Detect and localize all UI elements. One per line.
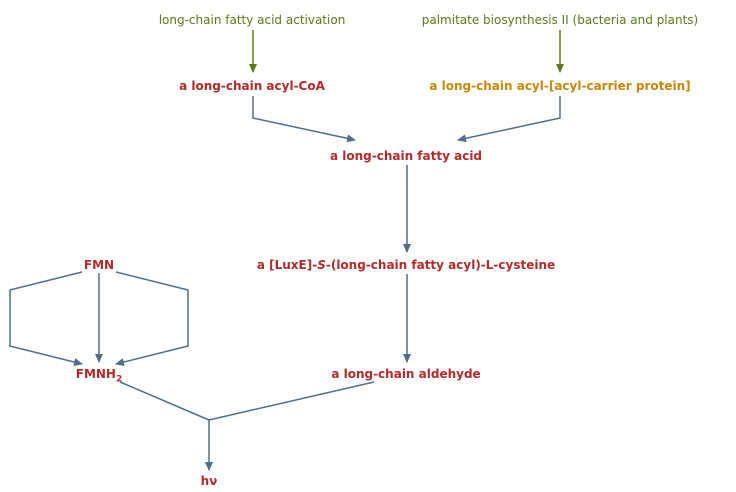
fmn-left-arrow <box>9 271 83 366</box>
acylcoa-to-fattyacid-arrow <box>252 96 356 143</box>
link-long-chain-fatty-acid-activation[interactable]: long-chain fatty acid activation <box>158 13 346 27</box>
fmnh2-base: FMNH <box>75 367 116 381</box>
fmn-right-arrow <box>115 271 189 366</box>
luxe-prefix: a [LuxE]- <box>256 258 318 272</box>
fmnh2-join-line <box>119 381 210 421</box>
luxe-suffix: -(long-chain fatty acyl)-L-cysteine <box>325 258 556 272</box>
compound-hv[interactable]: hν <box>200 474 218 488</box>
luxe-s-italic: S <box>317 258 326 272</box>
compound-fmn[interactable]: FMN <box>83 258 115 272</box>
compound-long-chain-acyl-acp[interactable]: a long-chain acyl-[acyl-carrier protein] <box>429 79 691 93</box>
compound-luxe-acyl-cysteine[interactable]: a [LuxE]-S-(long-chain fatty acyl)-L-cys… <box>257 258 555 272</box>
acylacp-to-fattyacid-arrow <box>457 96 561 143</box>
aldehyde-join-line <box>208 381 375 421</box>
compound-long-chain-acyl-coa[interactable]: a long-chain acyl-CoA <box>179 79 325 93</box>
compound-long-chain-aldehyde[interactable]: a long-chain aldehyde <box>331 367 481 381</box>
compound-fmnh2[interactable]: FMNH2 <box>75 367 123 385</box>
compound-long-chain-fatty-acid[interactable]: a long-chain fatty acid <box>329 149 483 163</box>
link-palmitate-biosynthesis[interactable]: palmitate biosynthesis II (bacteria and … <box>421 13 699 27</box>
fmnh2-subscript: 2 <box>115 374 123 385</box>
